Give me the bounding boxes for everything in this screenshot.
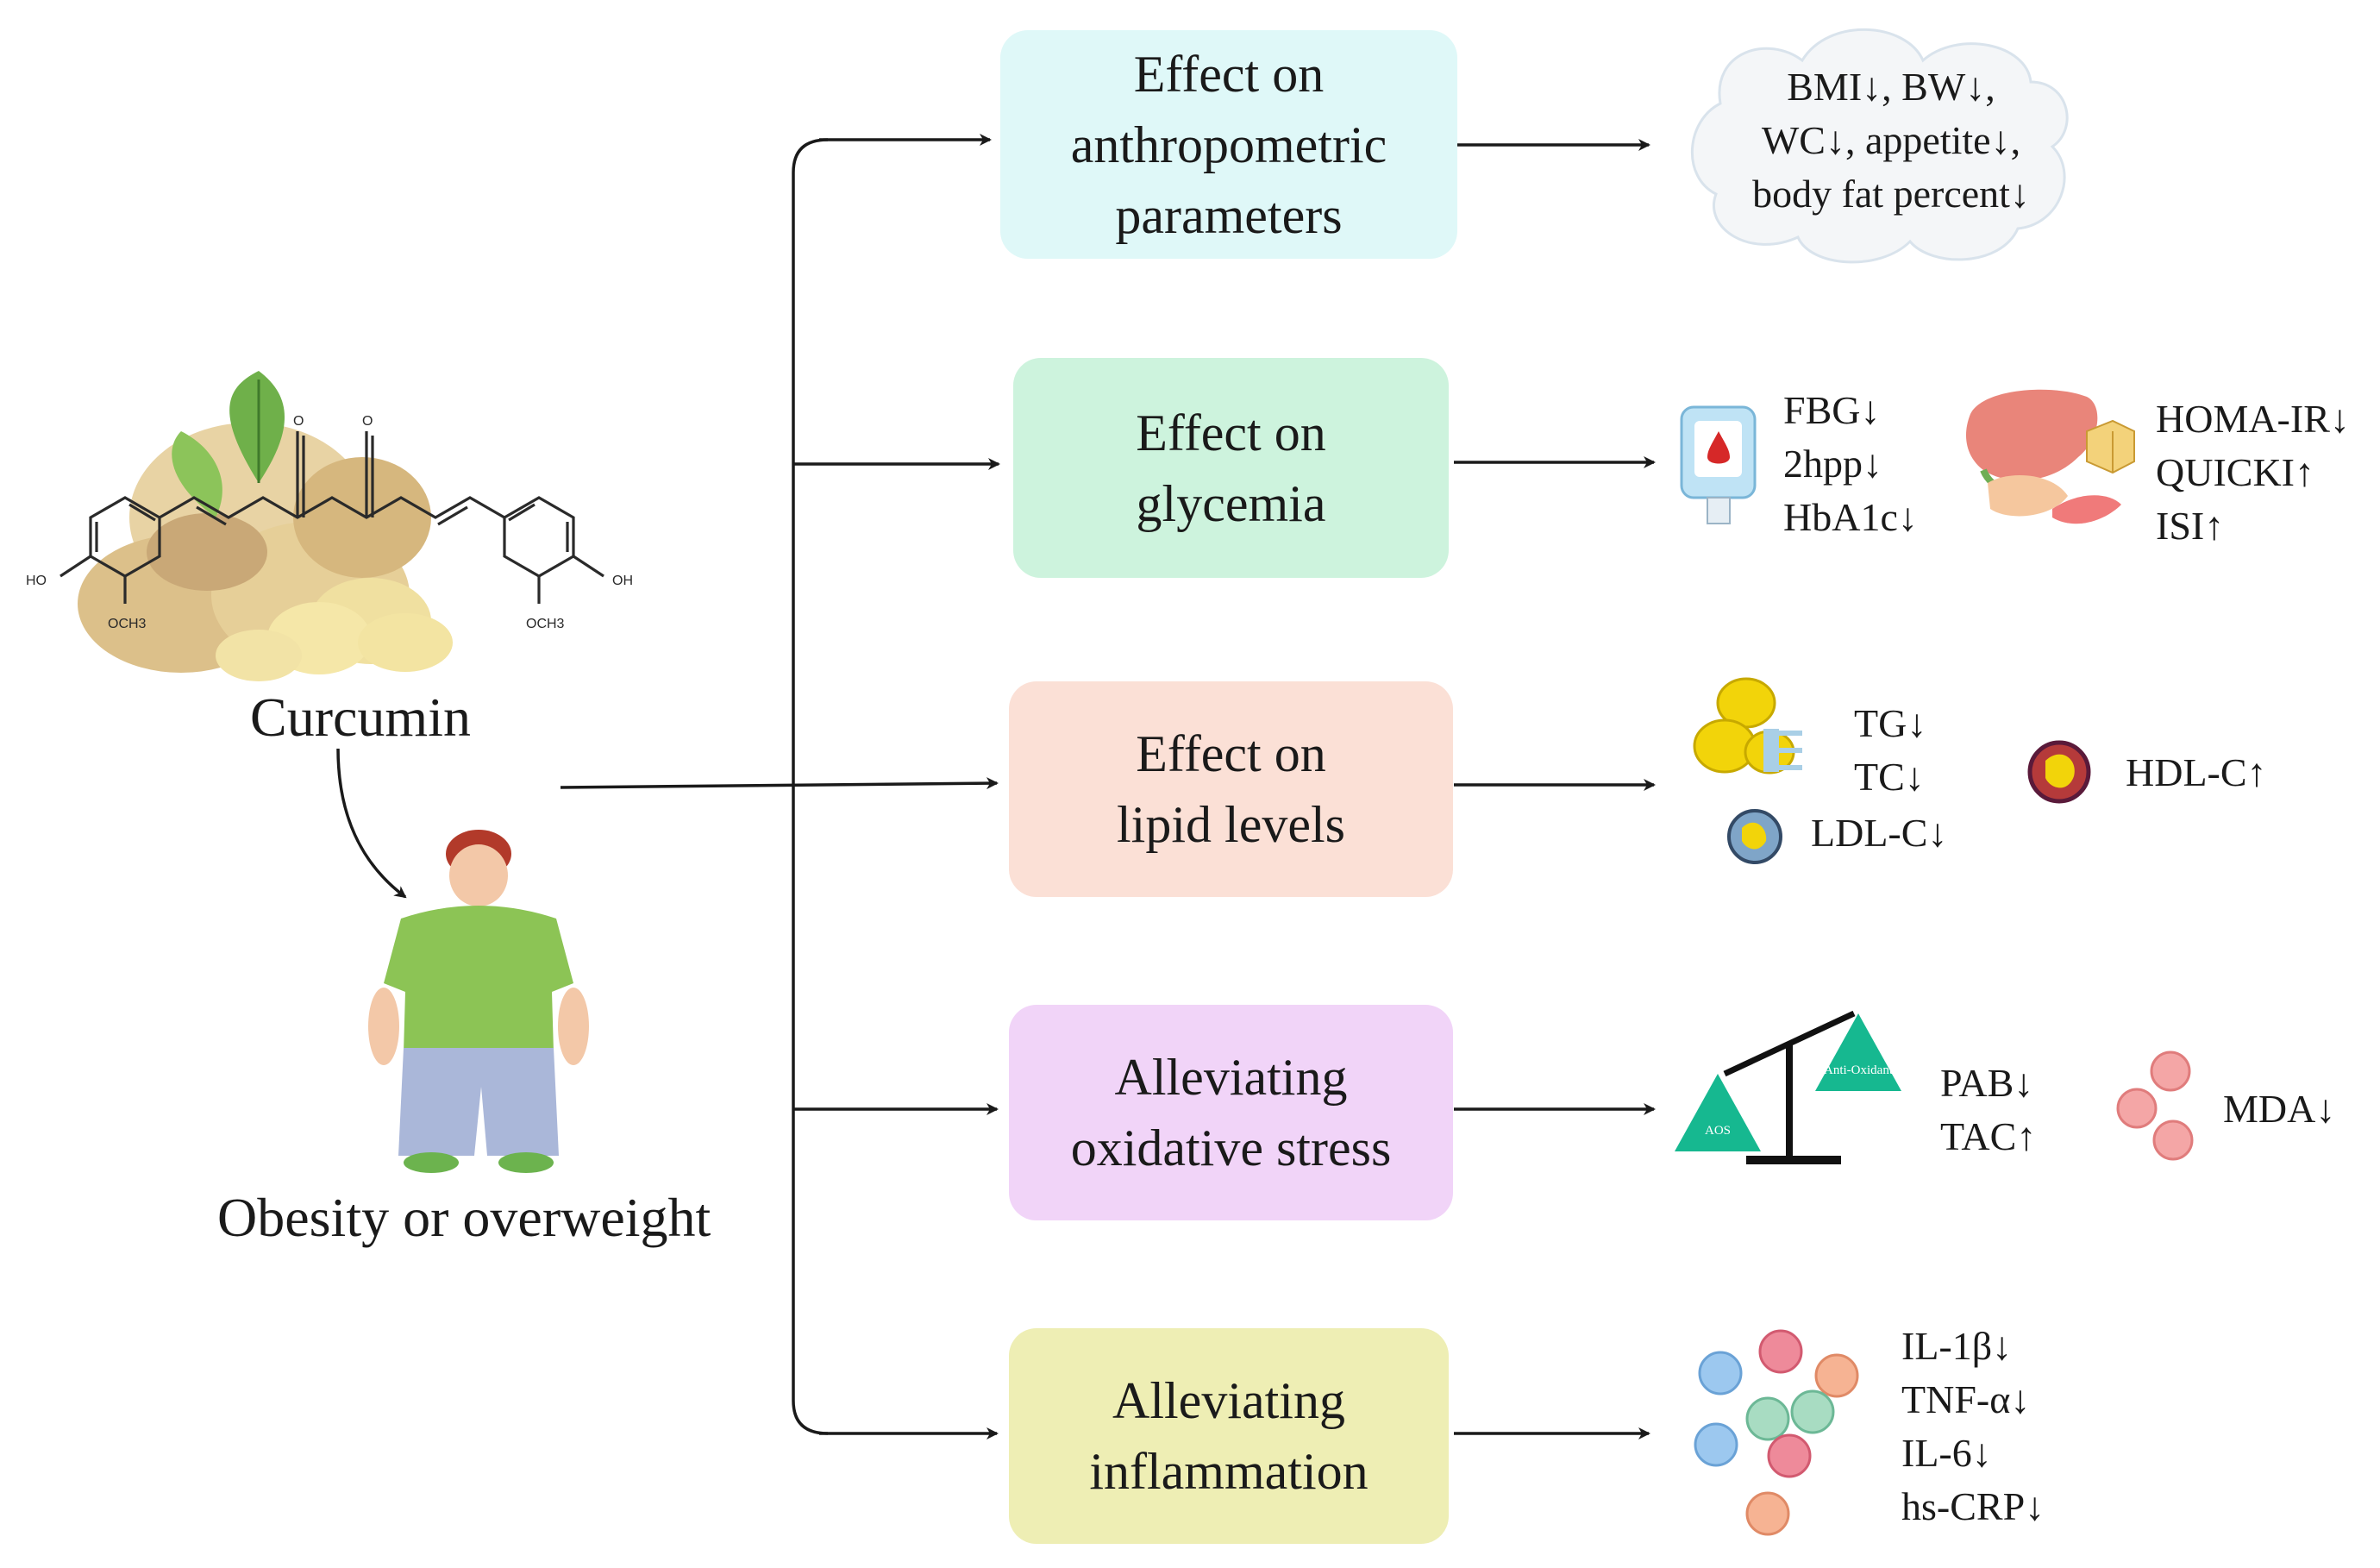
curcumin-label: Curcumin <box>250 687 471 748</box>
ldl-outcome: LDL-C↓ <box>1811 811 1948 855</box>
anthropometric-outcomes: BMI↓, BW↓, WC↓, appetite↓, body fat perc… <box>1740 60 2042 221</box>
outcome-line: PAB↓ <box>1940 1061 2034 1105</box>
effect-box-line: Alleviating <box>1112 1372 1345 1429</box>
effect-box-line: glycemia <box>1136 474 1326 532</box>
scale-right-label: Anti-Oxidant <box>1824 1063 1894 1077</box>
outcome-line: TAC↑ <box>1940 1114 2037 1158</box>
effect-box-line: Effect on <box>1136 725 1326 782</box>
inflammation-outcomes: IL-1β↓ TNF-α↓ IL-6↓ hs-CRP↓ <box>1901 1320 2045 1534</box>
glycemia-outcomes-b: HOMA-IR↓ QUICKI↑ ISI↑ <box>2156 392 2350 553</box>
molecule-o1-label: O <box>293 414 304 429</box>
outcome-line: TC↓ <box>1854 755 1925 799</box>
molecule-och3-left-label: OCH3 <box>108 617 147 631</box>
curcumin-molecule <box>60 431 604 604</box>
outcome-line: TNF-α↓ <box>1901 1377 2031 1421</box>
outcome-line: 2hpp↓ <box>1783 442 1882 486</box>
outcome-line: hs-CRP↓ <box>1901 1484 2045 1528</box>
scale-left-label: AOS <box>1705 1124 1731 1138</box>
outcome-line: HbA1c↓ <box>1783 495 1918 539</box>
organs-icon <box>1966 389 2135 524</box>
outcome-line: body fat percent↓ <box>1752 172 2030 216</box>
outcome-line: QUICKI↑ <box>2156 450 2314 494</box>
effect-box-line: lipid levels <box>1117 796 1345 853</box>
balance-scale-icon <box>1675 1010 1901 1164</box>
effect-box-line: parameters <box>1115 186 1343 244</box>
effect-box-anthropometric: Effect on anthropometric parameters <box>1000 30 1457 259</box>
molecule-oh-label: OH <box>612 574 633 588</box>
outcome-line: BMI↓, BW↓, <box>1787 65 1995 109</box>
glycemia-outcomes-a: FBG↓ 2hpp↓ HbA1c↓ <box>1783 384 1918 544</box>
effect-box-inflammation: Alleviating inflammation <box>1009 1328 1449 1544</box>
lipid-outcomes-a: TG↓ TC↓ <box>1854 697 1926 804</box>
molecule-och3-right-label: OCH3 <box>526 617 565 631</box>
obese-person-icon <box>368 830 589 1173</box>
effect-box-oxidative: Alleviating oxidative stress <box>1009 1005 1453 1220</box>
effect-box-line: Effect on <box>1136 404 1326 461</box>
hdl-particle-icon <box>2027 740 2091 804</box>
outcome-line: IL-6↓ <box>1901 1431 1992 1475</box>
effect-box-line: anthropometric <box>1070 116 1387 173</box>
outcome-line: FBG↓ <box>1783 388 1881 432</box>
cloud-icon <box>1690 28 2069 264</box>
ldl-particle-icon <box>1727 809 1782 864</box>
effect-box-line: inflammation <box>1089 1443 1368 1500</box>
effect-box-line: oxidative stress <box>1070 1120 1392 1176</box>
hdl-outcome: HDL-C↑ <box>2126 750 2267 794</box>
outcome-line: HOMA-IR↓ <box>2156 397 2350 441</box>
molecule-ho-label: HO <box>26 574 47 588</box>
leaf-icon <box>172 371 285 517</box>
glucose-meter-icon <box>1680 405 1757 524</box>
outcome-line: WC↓, appetite↓, <box>1761 118 2021 162</box>
molecule-o2-label: O <box>362 414 373 429</box>
effect-box-lipid: Effect on lipid levels <box>1009 681 1453 897</box>
effect-box-line: Effect on <box>1133 45 1325 103</box>
outcome-line: IL-1β↓ <box>1901 1324 2013 1368</box>
lipid-droplet-icon <box>1693 677 1802 775</box>
outcome-line: TG↓ <box>1854 701 1927 745</box>
outcome-line: ISI↑ <box>2156 504 2225 548</box>
oxidative-outcomes-a: PAB↓ TAC↑ <box>1940 1057 2036 1163</box>
mda-molecule-icon <box>2116 1051 2194 1161</box>
effect-box-glycemia: Effect on glycemia <box>1013 358 1449 578</box>
obesity-label: Obesity or overweight <box>217 1187 711 1248</box>
immune-cells-icon <box>1694 1329 1859 1536</box>
effect-box-line: Alleviating <box>1114 1049 1348 1106</box>
mda-outcome: MDA↓ <box>2223 1087 2336 1131</box>
